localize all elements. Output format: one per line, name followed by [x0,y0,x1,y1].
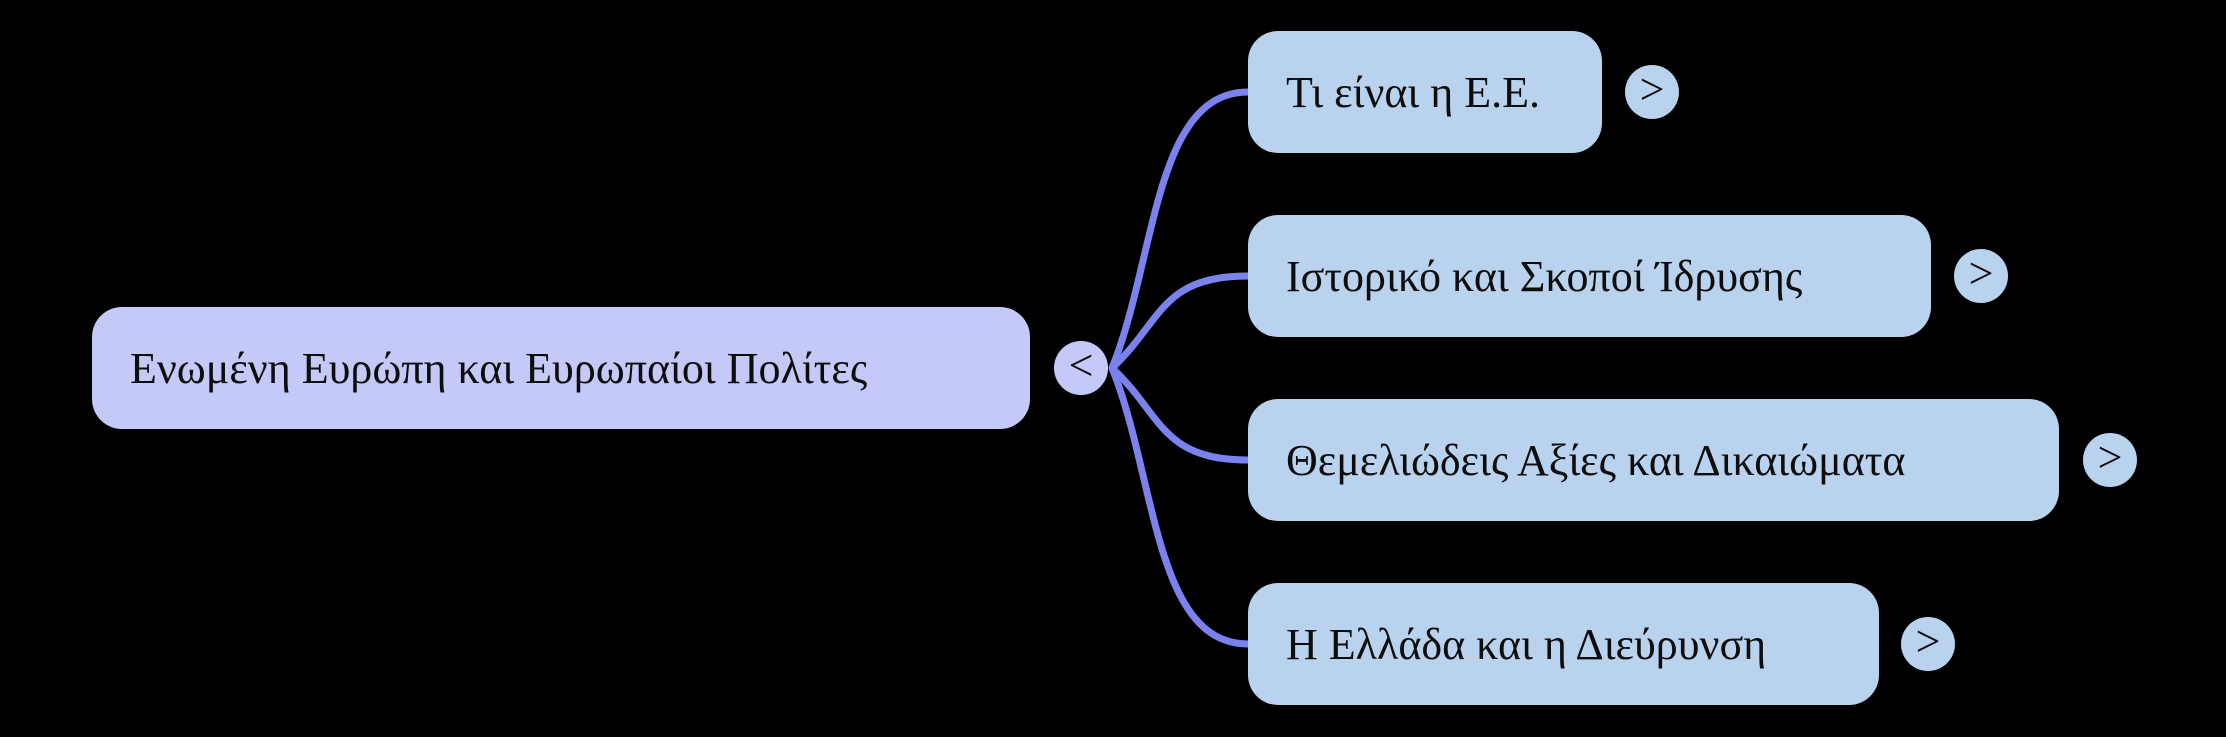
child-node-greece-enlargement[interactable]: Η Ελλάδα και η Διεύρυνση [1248,583,1879,705]
expand-button-greece-enlargement[interactable]: > [1901,617,1955,671]
child-node-label: Ιστορικό και Σκοποί Ίδρυσης [1286,251,1803,301]
expand-icon: > [1968,249,1994,298]
child-node-label: Θεμελιώδεις Αξίες και Δικαιώματα [1286,435,1906,485]
expand-icon: > [2097,433,2123,482]
collapse-icon: < [1068,341,1094,390]
connector-root-to-child-4 [1108,364,1252,648]
collapse-button[interactable]: < [1054,341,1108,395]
root-node[interactable]: Ενωμένη Ευρώπη και Ευρωπαίοι Πολίτες [92,307,1030,429]
connector-root-to-child-3 [1108,364,1252,464]
child-node-label: Τι είναι η Ε.Ε. [1286,67,1541,117]
child-node-what-is-eu[interactable]: Τι είναι η Ε.Ε. [1248,31,1602,153]
expand-button-values-rights[interactable]: > [2083,433,2137,487]
connector-root-to-child-1 [1108,88,1252,372]
expand-button-what-is-eu[interactable]: > [1625,65,1679,119]
connector-root-to-child-2 [1108,272,1252,372]
child-node-values-rights[interactable]: Θεμελιώδεις Αξίες και Δικαιώματα [1248,399,2059,521]
expand-icon: > [1639,65,1665,114]
child-node-history-founding[interactable]: Ιστορικό και Σκοποί Ίδρυσης [1248,215,1931,337]
expand-icon: > [1915,617,1941,666]
expand-button-history-founding[interactable]: > [1954,249,2008,303]
child-node-label: Η Ελλάδα και η Διεύρυνση [1286,619,1767,669]
root-node-label: Ενωμένη Ευρώπη και Ευρωπαίοι Πολίτες [130,343,868,393]
